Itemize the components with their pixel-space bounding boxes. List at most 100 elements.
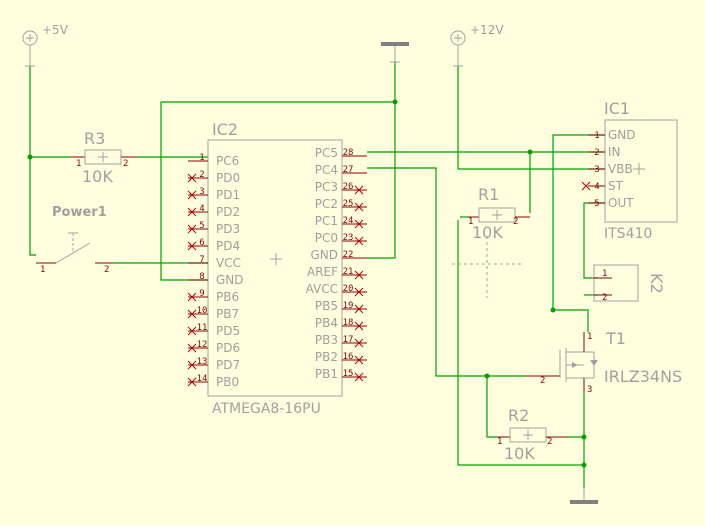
k2-pin1: 1 [602,269,607,279]
ic2-ref: IC2 [212,120,238,139]
ic2-pin-name: PB6 [216,290,239,304]
t1-pin3: 3 [587,385,592,395]
ic2-pin-number: 9 [199,289,204,299]
vcc12-label: +12V [470,23,504,37]
ic2-pin-number: 7 [199,255,204,265]
ic1-pin-1: 1 GND [588,128,636,142]
ic2-pin-number: 12 [197,340,208,350]
ic2-pin-name: PD5 [216,324,240,338]
ic2-pin-12: 12 PD6 [187,340,240,355]
ic2-part: ATMEGA8-16PU [212,401,321,417]
ic1-pin-3: 3 VBB [588,162,633,176]
ic2-pin-number: 14 [197,374,208,384]
ic2-pin-name: PD6 [216,341,240,355]
ic2-pin-number: 20 [343,284,354,294]
ic2-pin-name: PC1 [315,214,338,228]
ic2-pin-9: 9 PB6 [187,289,239,304]
r1-value: 10K [472,223,503,242]
switch-pin1: 1 [40,265,45,275]
ic2-pin-name: PB4 [315,316,338,330]
ic2-pin-name: VCC [216,256,241,270]
ic1-pin-4: 4 ST [581,179,624,193]
ic2-pin-number: 1 [199,153,204,163]
vcc5-symbol: +5V [22,23,69,67]
t1-part: IRLZ34NS [604,367,682,386]
ic1-pin-name: GND [608,128,636,142]
mosfet-t1: 1 2 3 T1 IRLZ34NS [525,329,682,395]
ic2-pin-28: 28 PC5 [315,146,367,160]
ic2-pin-name: PD4 [216,239,240,253]
ic1-pin-name: IN [608,145,621,159]
t1-ref: T1 [605,329,626,348]
ic2-pin-3: 3 PD1 [187,187,240,202]
ic2-pin-number: 28 [343,148,354,158]
ic2-pin-13: 13 PD7 [187,357,240,372]
ic2-pin-11: 11 PD5 [187,323,240,338]
ic2-pin-name: PC3 [315,180,338,194]
ic2-pin-number: 26 [343,182,354,192]
ic2-pin-1: 1 PC6 [188,153,239,168]
ic2-pin-number: 13 [197,357,208,367]
ic1-pin-name: OUT [608,196,634,210]
switch-ref: Power1 [52,205,107,220]
r2-ref: R2 [508,406,529,425]
ic2-pin-name: PD1 [216,188,240,202]
r3-value: 10K [82,167,113,186]
ic2-pin-name: PC5 [315,146,338,160]
ic2-pin-number: 25 [343,199,354,209]
ic2-pin-number: 11 [197,323,208,333]
r3-pin1: 1 [76,159,81,169]
ic1-pin-name: ST [608,179,624,193]
ic1-pin-number: 3 [594,165,599,175]
r2-pin2: 2 [547,437,552,447]
wires [29,62,605,488]
ic2-pin-number: 21 [343,267,354,277]
connector-k2: 1 2 K2 [593,264,666,303]
ic2-pin-number: 22 [343,250,354,260]
ic2-pin-number: 3 [199,187,204,197]
switch-pin2: 2 [104,265,109,275]
ic2-pin-number: 10 [197,306,208,316]
ic1-pin-name: VBB [608,162,633,176]
ic2-pin-number: 19 [343,301,354,311]
ic2-pin-name: PC6 [216,154,239,168]
ic2-pin-name: PD7 [216,358,240,372]
vcc12-symbol: +12V [450,23,504,67]
ic2-pin-6: 6 PD4 [187,238,240,253]
resistor-r3: 1 2 R3 10K [70,129,138,186]
ic1-pin-number: 1 [594,131,599,141]
ic2-pin-number: 6 [199,238,204,248]
t1-pin2: 2 [540,376,545,386]
junctions [27,99,587,468]
r2-pin1: 1 [497,437,502,447]
ic2-pin-number: 16 [343,352,354,362]
ic2-pin-name: PB3 [315,333,338,347]
ic1-pin-number: 4 [594,182,599,192]
ic1-part: ITS410 [604,226,652,242]
ic2-pin-number: 4 [199,204,204,214]
ic2-pin-26: 26 PC3 [315,180,367,195]
ground-symbol-bottom [570,488,598,504]
switch-power1: 1 2 Power1 [36,205,113,275]
resistor-r1: 1 2 R1 10K [452,185,530,298]
ground-symbol-top [381,42,409,63]
ic2-pin-17: 17 PB3 [315,333,367,348]
ic2-pin-number: 17 [343,335,354,345]
r2-value: 10K [504,444,535,463]
ic2-pin-name: GND [310,248,338,262]
ic2-pin-name: PC4 [315,163,338,177]
